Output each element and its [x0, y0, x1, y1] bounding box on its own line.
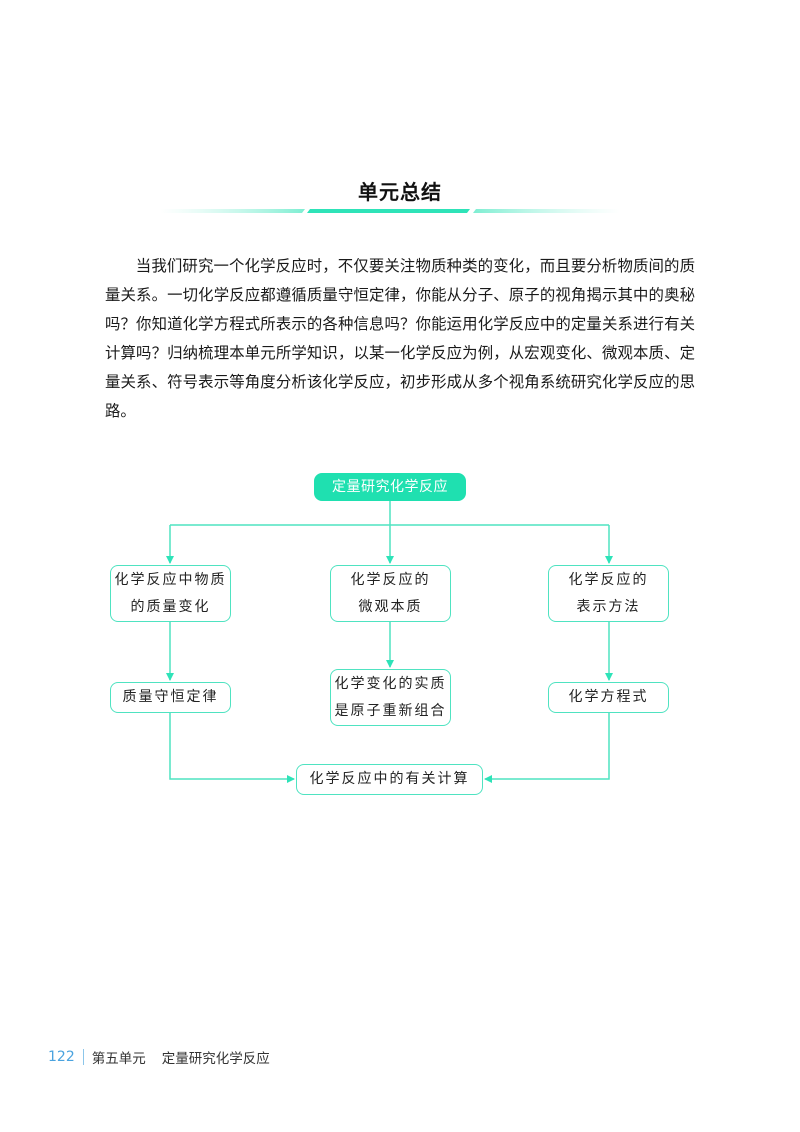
unit-title: 定量研究化学反应: [161, 1051, 270, 1067]
node-atom-recombination: 化学变化的实质是原子重新组合: [330, 669, 451, 726]
node-text: 微观本质: [358, 598, 423, 615]
node-mass-change: 化学反应中物质的质量变化: [110, 565, 231, 622]
node-text: 质量守恒定律: [122, 689, 219, 705]
node-conservation-law: 质量守恒定律: [110, 682, 231, 713]
section-title: 单元总结: [358, 180, 442, 204]
page-footer: 122 第五单元 定量研究化学反应: [48, 1047, 270, 1067]
node-text: 化学方程式: [568, 689, 649, 705]
node-text: 化学反应的: [350, 571, 431, 588]
node-text: 是原子重新组合: [334, 702, 447, 719]
unit-label: 第五单元: [91, 1051, 146, 1067]
node-text: 的质量变化: [130, 598, 211, 615]
node-root-label: 定量研究化学反应: [332, 478, 448, 495]
node-chemical-equation: 化学方程式: [548, 682, 669, 713]
node-text: 化学反应中的有关计算: [309, 771, 470, 787]
node-calculation: 化学反应中的有关计算: [296, 764, 483, 795]
node-root: 定量研究化学反应: [314, 473, 466, 501]
node-text: 化学变化的实质: [334, 675, 447, 692]
footer-divider: [82, 1049, 84, 1065]
summary-paragraph: 当我们研究一个化学反应时，不仅要关注物质种类的变化，而且要分析物质间的质量关系。…: [105, 257, 695, 420]
node-micro-essence: 化学反应的微观本质: [330, 565, 451, 622]
page-number: 122: [48, 1049, 75, 1065]
node-text: 表示方法: [576, 598, 641, 615]
node-representation: 化学反应的表示方法: [548, 565, 669, 622]
title-underline-decoration: [160, 209, 620, 213]
node-text: 化学反应的: [568, 571, 649, 588]
node-text: 化学反应中物质: [114, 571, 227, 588]
